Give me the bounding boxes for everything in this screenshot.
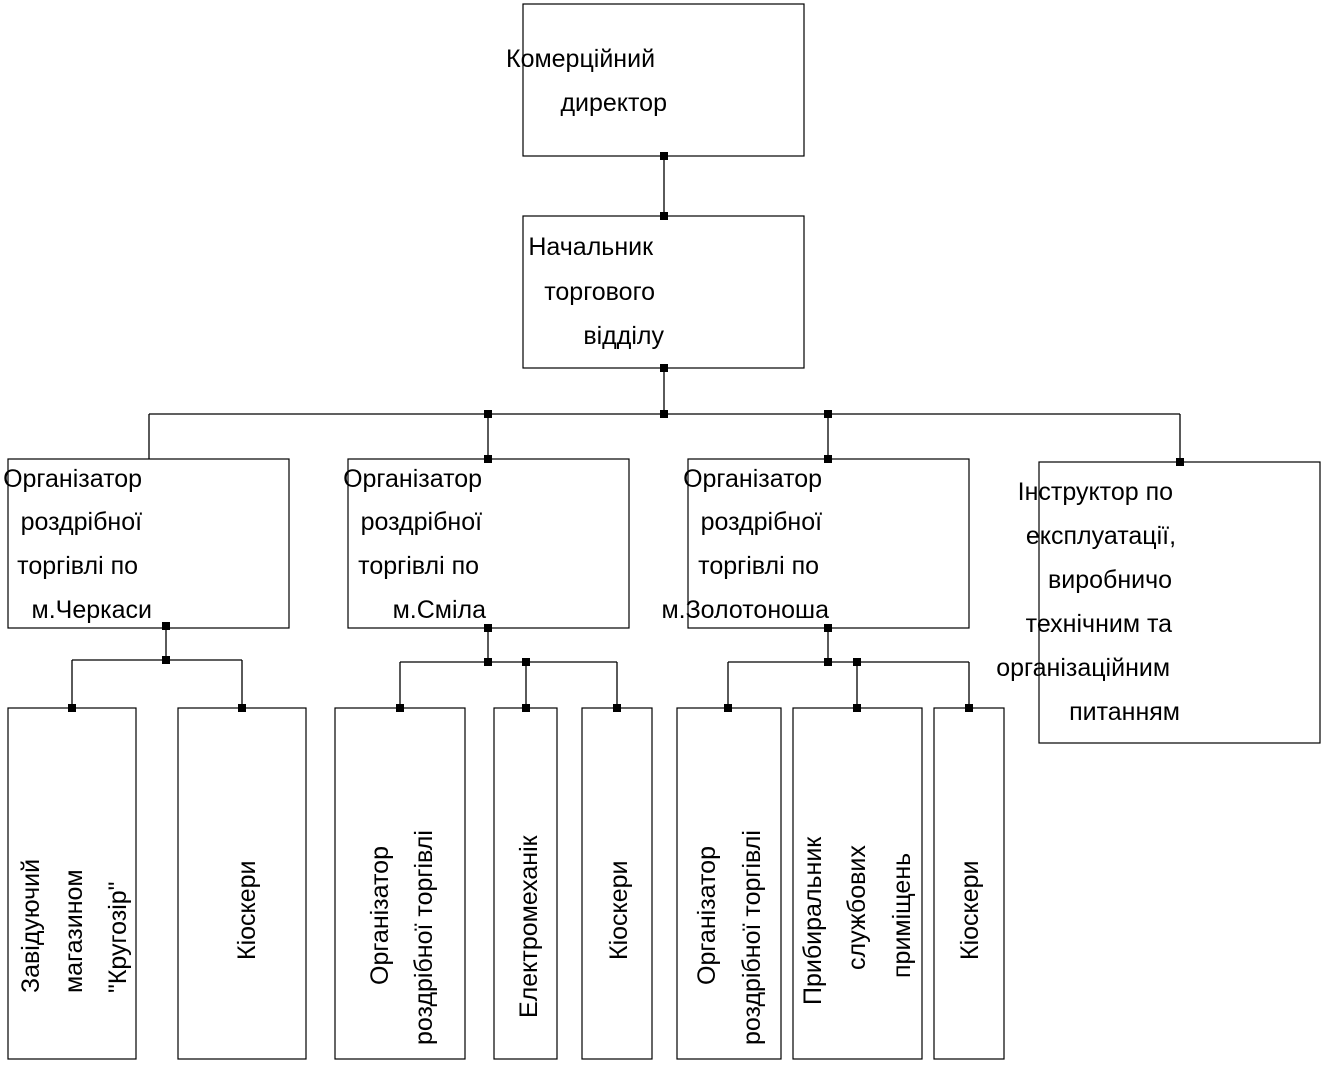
- node: [522, 658, 530, 666]
- node: [162, 622, 170, 630]
- instructor-line-1: Інструктор по: [1018, 478, 1173, 506]
- node: [824, 658, 832, 666]
- organizer-smila-line-1: Організатор: [343, 465, 482, 493]
- box-organizer-cherkasy: [7, 458, 290, 629]
- node: [396, 704, 404, 712]
- organizer-cherkasy-line-1: Організатор: [3, 465, 142, 493]
- zolotonosha-cleaner-line-3: приміщень: [888, 853, 916, 978]
- node: [660, 152, 668, 160]
- instructor-line-6: питанням: [1069, 698, 1180, 726]
- cherkasy-store-manager-line-1: Завідуючий: [17, 859, 45, 993]
- node: [824, 410, 832, 418]
- cherkasy-store-manager-line-3: "Кругозір": [104, 881, 132, 993]
- smila-kiosk-label: Кіоскери: [605, 860, 633, 960]
- node: [484, 410, 492, 418]
- instructor-line-4: технічним та: [1026, 610, 1172, 638]
- node: [724, 704, 732, 712]
- instructor-line-3: виробничо: [1048, 566, 1172, 594]
- labels: Комерційний директор Начальник торгового…: [3, 45, 1183, 726]
- head-line-3: відділу: [583, 322, 664, 350]
- node: [68, 704, 76, 712]
- node: [162, 656, 170, 664]
- box-zolotonosha-kiosk: [933, 707, 1005, 1060]
- smila-retail-organizer-line-2: роздрібної торгівлі: [410, 830, 438, 1045]
- cherkasy-kiosk-line-1: Кіоскери: [233, 860, 261, 960]
- node: [522, 704, 530, 712]
- cherkasy-store-manager-label: Завідуючий магазином "Кругозір": [17, 852, 132, 993]
- head-label: Начальник торгового відділу: [528, 233, 664, 350]
- nodes: [68, 152, 1184, 712]
- box-director: [522, 3, 805, 157]
- smila-retail-organizer-line-1: Організатор: [366, 846, 394, 985]
- node: [965, 704, 973, 712]
- organizer-cherkasy-line-4: м.Черкаси: [32, 596, 152, 624]
- node: [660, 212, 668, 220]
- organizer-cherkasy-line-2: роздрібної: [21, 508, 143, 536]
- organizer-zolotonosha-line-3: торгівлі по: [698, 552, 819, 580]
- node: [853, 704, 861, 712]
- node: [484, 624, 492, 632]
- organizer-smila-line-3: торгівлі по: [358, 552, 479, 580]
- director-label: Комерційний директор: [506, 45, 667, 117]
- smila-kiosk-line-1: Кіоскери: [605, 860, 633, 960]
- zolotonosha-cleaner-label: Прибиральник службових приміщень: [799, 830, 916, 1005]
- head-line-2: торгового: [544, 278, 655, 306]
- box-smila-retail-organizer: [334, 707, 466, 1060]
- node: [660, 410, 668, 418]
- instructor-line-2: експлуатації,: [1026, 522, 1176, 550]
- node: [824, 455, 832, 463]
- vertical-labels: Завідуючий магазином "Кругозір" Кіоскери…: [17, 830, 984, 1045]
- organizer-cherkasy-label: Організатор роздрібної торгівлі по м.Чер…: [3, 465, 152, 624]
- smila-electromechanic-label: Електромеханік: [515, 834, 543, 1018]
- zolotonosha-retail-organizer-line-2: роздрібної торгівлі: [738, 830, 766, 1045]
- boxes: [7, 3, 1321, 1060]
- zolotonosha-cleaner-line-2: службових: [843, 845, 871, 970]
- zolotonosha-kiosk-line-1: Кіоскери: [956, 860, 984, 960]
- organizer-smila-line-4: м.Сміла: [393, 596, 487, 624]
- zolotonosha-kiosk-label: Кіоскери: [956, 860, 984, 960]
- smila-retail-organizer-label: Організатор роздрібної торгівлі: [366, 830, 438, 1045]
- node: [484, 455, 492, 463]
- director-line-2: директор: [560, 89, 667, 117]
- zolotonosha-retail-organizer-line-1: Організатор: [693, 846, 721, 985]
- node: [853, 658, 861, 666]
- node: [1176, 458, 1184, 466]
- box-instructor: [1038, 461, 1321, 744]
- director-line-1: Комерційний: [506, 45, 655, 73]
- smila-electromechanic-line-1: Електромеханік: [515, 834, 543, 1018]
- organizer-zolotonosha-label: Організатор роздрібної торгівлі по м.Зол…: [661, 465, 829, 624]
- box-cherkasy-store-manager: [7, 707, 137, 1060]
- node: [660, 364, 668, 372]
- zolotonosha-retail-organizer-label: Організатор роздрібної торгівлі: [693, 830, 766, 1045]
- node: [824, 624, 832, 632]
- box-smila-electromechanic: [493, 707, 558, 1060]
- node: [613, 704, 621, 712]
- organizer-zolotonosha-line-2: роздрібної: [701, 508, 823, 536]
- box-zolotonosha-cleaner: [792, 707, 923, 1060]
- zolotonosha-cleaner-line-1: Прибиральник: [799, 836, 827, 1005]
- cherkasy-kiosk-label: Кіоскери: [233, 860, 261, 960]
- box-organizer-zolotonosha: [687, 458, 970, 629]
- instructor-label: Інструктор по експлуатації, виробничо те…: [996, 478, 1183, 726]
- box-head: [522, 215, 805, 369]
- box-cherkasy-kiosk: [177, 707, 307, 1060]
- organizer-smila-line-2: роздрібної: [361, 508, 483, 536]
- organizer-cherkasy-line-3: торгівлі по: [17, 552, 138, 580]
- organizer-zolotonosha-line-4: м.Золотоноша: [661, 596, 829, 624]
- cherkasy-store-manager-line-2: магазином: [60, 869, 88, 993]
- head-line-1: Начальник: [528, 233, 654, 261]
- organizer-smila-label: Організатор роздрібної торгівлі по м.Смі…: [343, 465, 489, 624]
- node: [484, 658, 492, 666]
- organizer-zolotonosha-line-1: Організатор: [683, 465, 822, 493]
- node: [238, 704, 246, 712]
- box-zolotonosha-retail-organizer: [676, 707, 782, 1060]
- instructor-line-5: організаційним: [996, 654, 1170, 682]
